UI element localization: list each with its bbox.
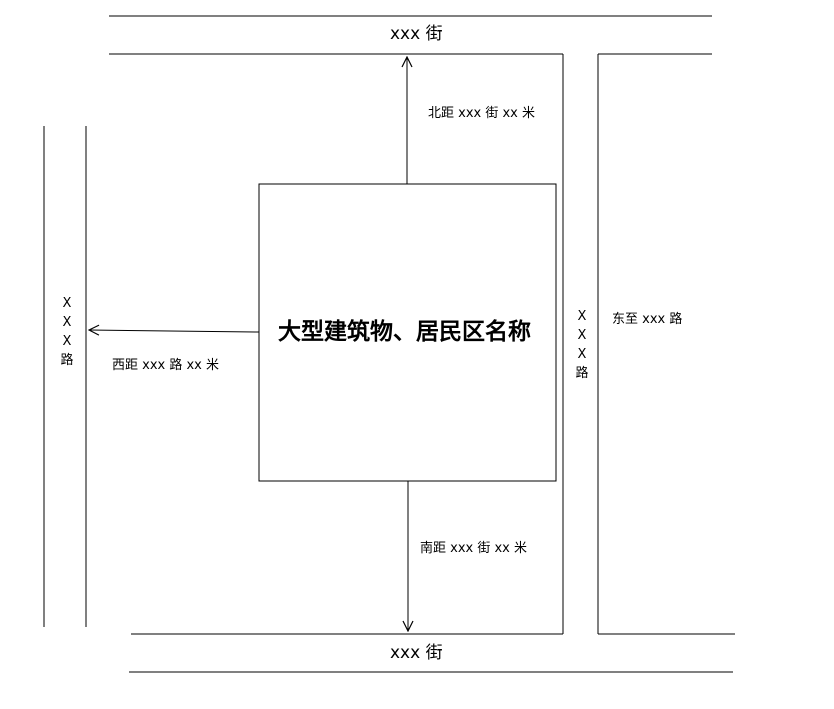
west-road-char: 路 (60, 353, 74, 368)
north-street-label: xxx 街 (390, 24, 443, 44)
south-street-label: xxx 街 (390, 643, 443, 663)
north-distance-label: 北距 xxx 街 xx 米 (428, 106, 535, 121)
west-road-char: X (62, 296, 72, 311)
west-distance-label: 西距 xxx 路 xx 米 (112, 358, 219, 373)
middle-road-char: X (577, 309, 587, 324)
west-road-char: X (62, 334, 72, 349)
middle-road-char: 路 (575, 366, 589, 381)
west-road-label: X X X 路 (59, 297, 75, 373)
middle-road-char: X (577, 347, 587, 362)
middle-road-label: X X X 路 (574, 310, 590, 386)
building-name: 大型建筑物、居民区名称 (278, 318, 531, 345)
south-distance-label: 南距 xxx 街 xx 米 (420, 541, 527, 556)
west-road-char: X (62, 315, 72, 330)
west-arrow (89, 330, 260, 332)
east-to-label: 东至 xxx 路 (612, 312, 683, 327)
middle-road-char: X (577, 328, 587, 343)
